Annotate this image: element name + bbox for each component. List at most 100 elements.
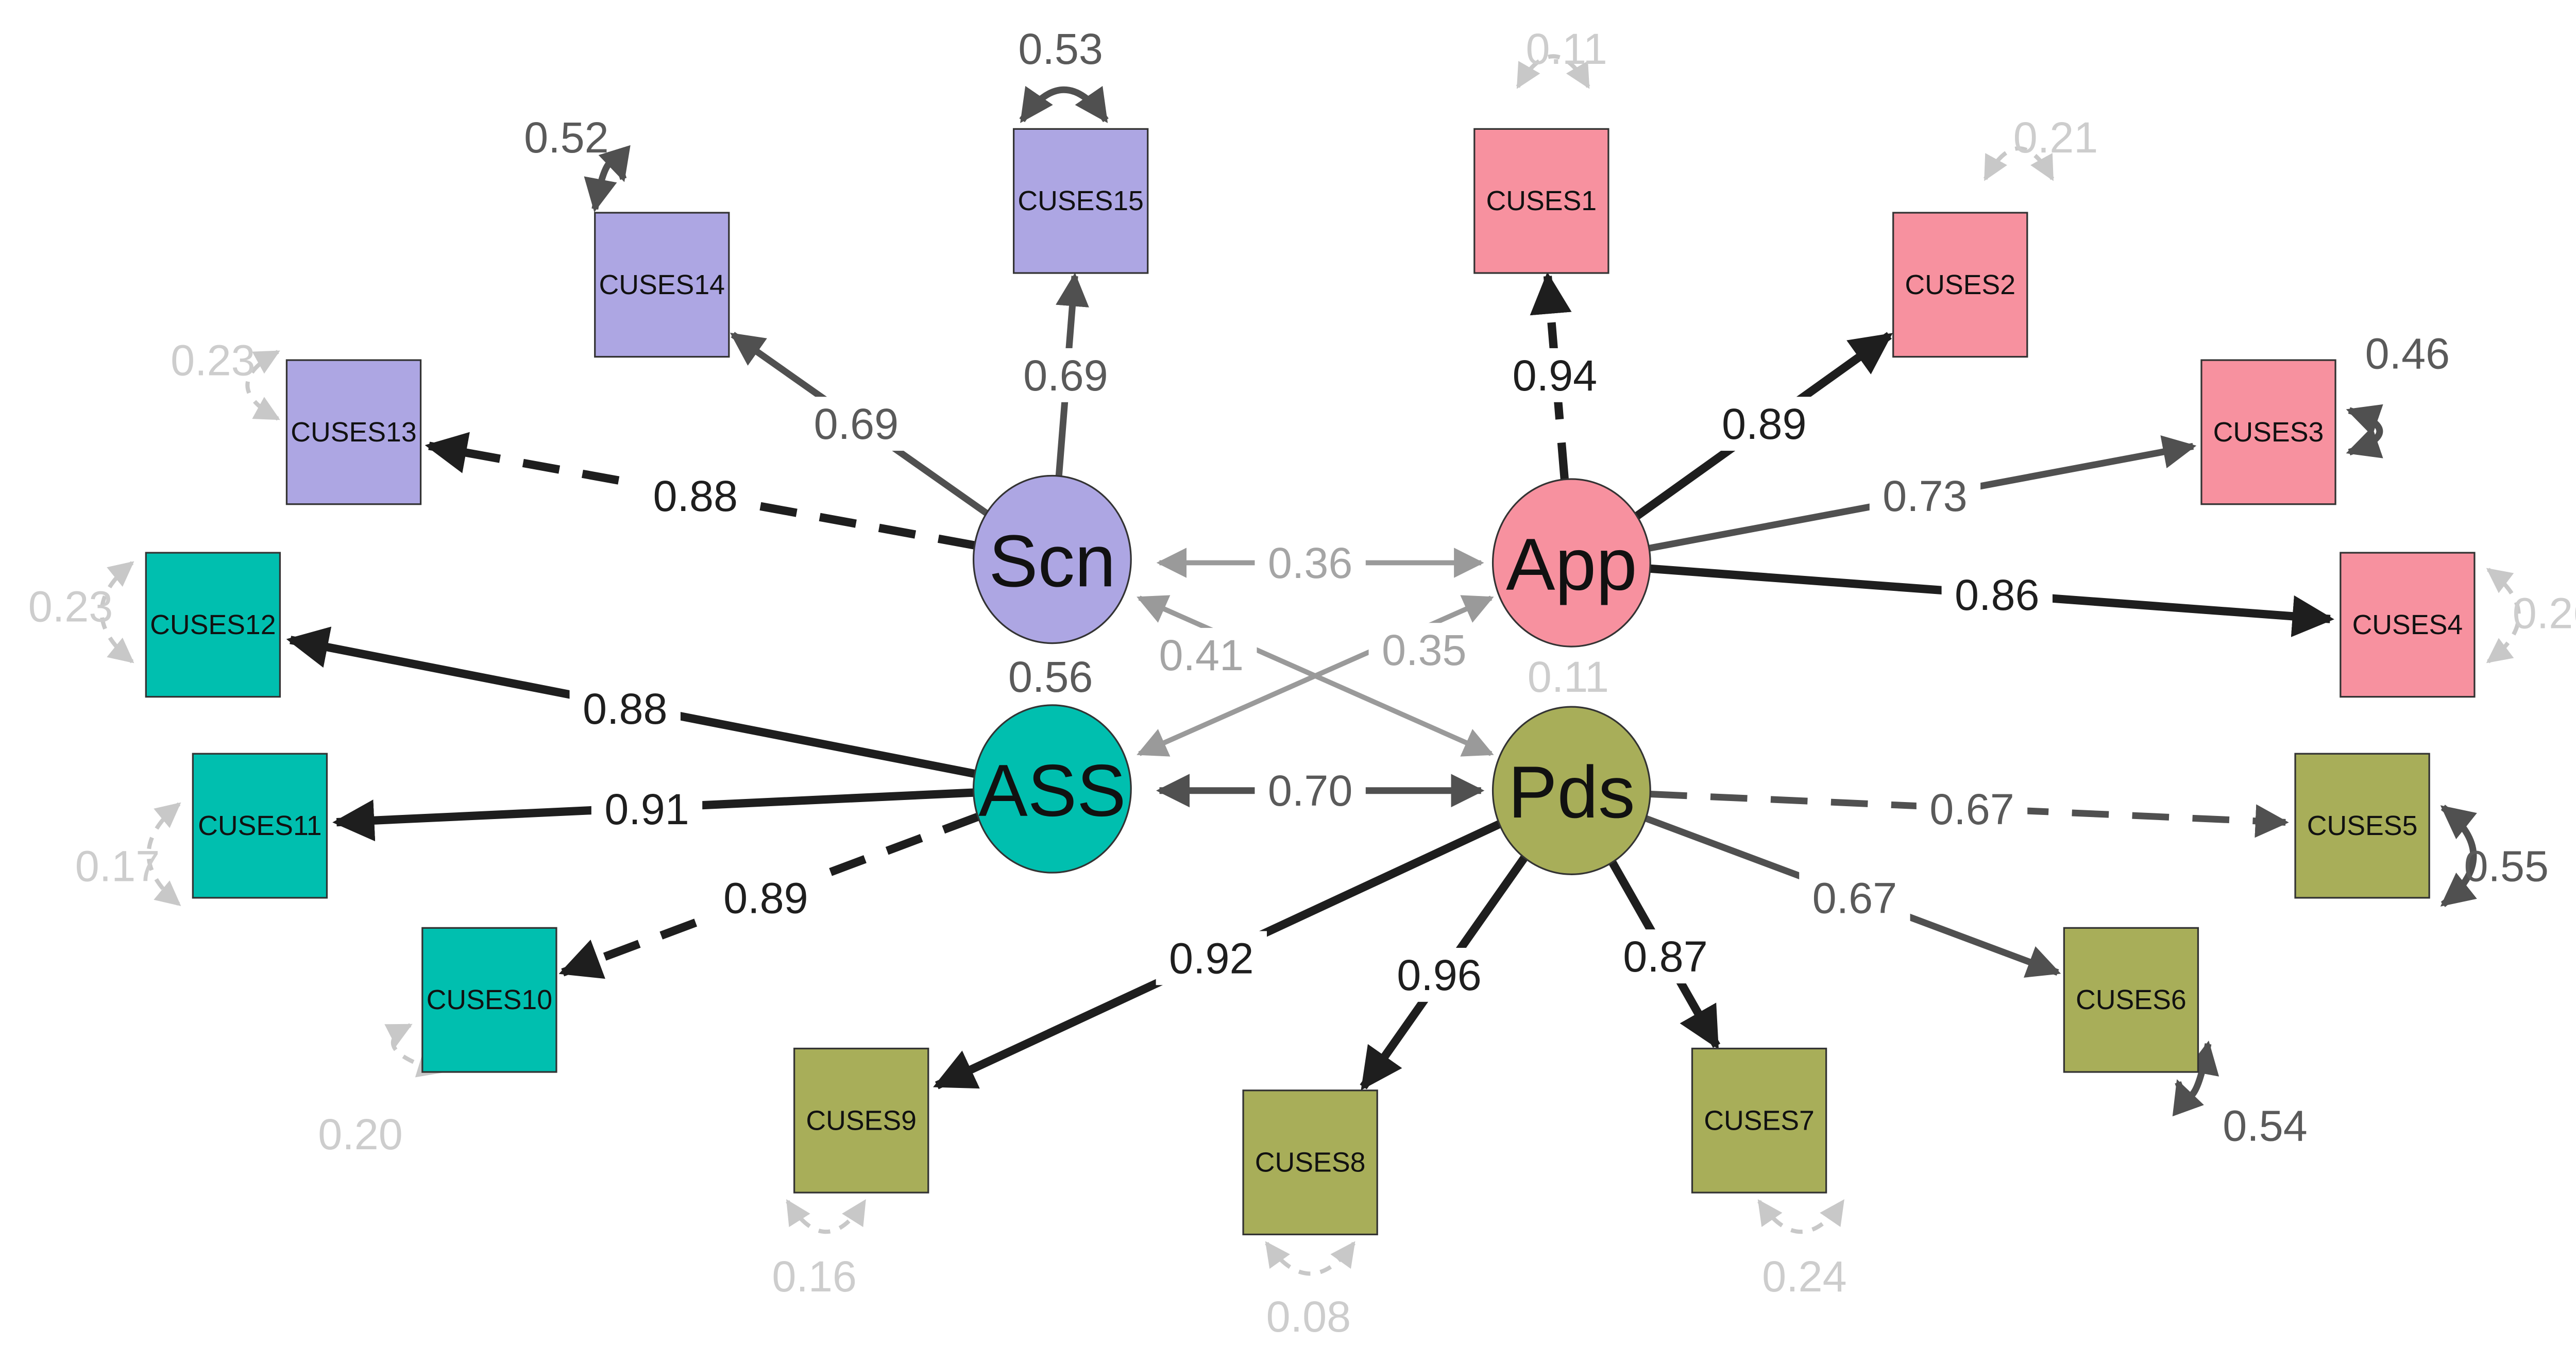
residual-label-cuses5: 0.55 [2464,842,2549,891]
indicator-label-cuses14: CUSES14 [599,269,725,300]
loading-label-cuses1: 0.94 [1513,351,1598,400]
residual-variances: 0.110.210.460.260.550.540.240.080.160.20… [28,24,2576,1341]
loading-label-cuses5: 0.67 [1929,785,2014,833]
loading-label-cuses14: 0.69 [814,399,899,448]
loading-label-cuses8-bg [1383,947,1495,1002]
indicator-box-cuses9 [793,1047,929,1194]
indicator-box-cuses7 [1691,1047,1827,1194]
residual-label-cuses8: 0.08 [1266,1292,1351,1341]
correlation-label-scn-ass: 0.56 [1008,652,1093,701]
indicator-label-cuses13: CUSES13 [291,417,416,448]
indicator-cuses6: CUSES6 [2063,927,2199,1073]
indicator-box-cuses2 [1892,212,2028,358]
indicator-cuses9: CUSES9 [793,1047,929,1194]
latent-label-ass: ASS [978,750,1126,832]
indicator-label-cuses1: CUSES1 [1486,185,1597,216]
correlation-label-ass-pds-bg [1255,763,1366,818]
latent-label-app: App [1506,523,1637,606]
correlation-label-scn-ass-bg [995,650,1106,704]
indicator-cuses7: CUSES7 [1691,1047,1827,1194]
diagram-nodes: CUSES1CUSES2CUSES3CUSES4CUSES5CUSES6CUSE… [145,128,2476,1236]
loading-label-cuses9-bg [1156,931,1267,985]
correlation-label-ass-app: 0.35 [1382,625,1467,674]
indicator-cuses12: CUSES12 [145,552,281,698]
residual-label-cuses7: 0.24 [1762,1252,1847,1301]
indicator-box-cuses6 [2063,927,2199,1073]
residual-loop-cuses7 [1757,1199,1845,1234]
residual-label-cuses12: 0.23 [28,582,113,631]
residual-loop-cuses13 [245,350,280,421]
latent-pds: Pds [1492,706,1651,875]
loading-label-cuses6-bg [1799,871,1910,925]
indicator-box-cuses1 [1473,128,1609,274]
latent-ellipse-scn [972,474,1132,644]
indicator-box-cuses5 [2294,753,2430,899]
indicator-label-cuses2: CUSES2 [1905,269,2015,300]
indicator-cuses13: CUSES13 [285,359,422,505]
residual-loop-cuses15 [1019,86,1109,123]
loading-label-cuses11: 0.91 [604,785,689,833]
correlation-label-ass-app-bg [1368,623,1480,677]
indicator-cuses4: CUSES4 [2340,552,2476,698]
residual-loop-cuses5 [2440,805,2477,907]
residual-label-cuses11: 0.17 [75,842,160,891]
loading-label-cuses4: 0.86 [1955,570,2040,619]
indicator-cuses15: CUSES15 [1012,128,1149,274]
residual-loop-cuses4 [2486,568,2521,663]
latent-ellipse-ass [972,704,1132,874]
residual-label-cuses3: 0.46 [2365,329,2450,378]
indicator-cuses8: CUSES8 [1242,1089,1378,1236]
correlation-label-scn-pds-bg [1146,627,1257,682]
indicator-label-cuses11: CUSES11 [198,810,322,841]
residual-loop-cuses1 [1516,54,1590,89]
indicator-box-cuses4 [2340,552,2476,698]
indicator-cuses11: CUSES11 [192,753,328,899]
loading-label-cuses3: 0.73 [1883,471,1968,520]
indicator-box-cuses10 [421,927,557,1073]
latent-label-scn: Scn [989,520,1115,602]
indicator-cuses2: CUSES2 [1892,212,2028,358]
residual-label-cuses9: 0.16 [772,1252,857,1301]
indicator-label-cuses9: CUSES9 [806,1105,917,1136]
loading-label-cuses14-bg [801,397,912,451]
loading-label-cuses8: 0.96 [1397,950,1482,999]
loading-label-cuses2: 0.89 [1722,399,1807,448]
loading-label-cuses12-bg [569,681,681,736]
loading-label-cuses2-bg [1708,397,1820,451]
loading-label-cuses4-bg [1941,567,2053,622]
loading-label-cuses10: 0.89 [723,873,808,922]
loading-label-cuses5-bg [1916,782,2028,836]
correlation-label-app-pds: 0.11 [1528,652,1609,701]
residual-label-cuses1: 0.11 [1526,24,1607,73]
residual-loop-cuses9 [786,1199,867,1234]
indicator-cuses5: CUSES5 [2294,753,2430,899]
latent-scn: Scn [972,474,1132,644]
loading-path-app-cuses1 [1530,271,1572,480]
correlation-label-scn-pds: 0.41 [1159,631,1244,679]
loading-label-cuses10-bg [710,871,822,925]
latent-ellipse-pds [1492,706,1651,875]
residual-loop-cuses8 [1265,1241,1355,1276]
residual-label-cuses10: 0.20 [318,1110,403,1159]
indicator-box-cuses11 [192,753,328,899]
correlation-label-scn-app: 0.36 [1268,538,1353,587]
loading-label-cuses7: 0.87 [1623,932,1708,981]
indicator-box-cuses15 [1012,128,1149,274]
indicator-label-cuses3: CUSES3 [2213,417,2324,448]
correlation-label-ass-pds: 0.70 [1268,766,1353,815]
indicator-cuses3: CUSES3 [2200,359,2336,505]
latent-app: App [1492,478,1651,648]
residual-label-cuses4: 0.26 [2513,589,2576,638]
residual-label-cuses13: 0.23 [171,336,256,385]
indicator-box-cuses14 [594,212,730,358]
indicator-label-cuses7: CUSES7 [1704,1105,1815,1136]
loading-label-cuses13-bg [640,469,751,523]
edge-labels: 0.36 0.70 0.41 0.35 0.56 0.11 0.94 0.89 0.73 0.86… [569,348,2053,1002]
loading-path-ass-cuses10 [558,812,980,979]
loading-label-cuses6: 0.67 [1812,873,1897,922]
loading-label-cuses13: 0.88 [653,471,738,520]
residual-loop-cuses3 [2346,404,2383,458]
indicator-label-cuses15: CUSES15 [1018,185,1143,216]
loading-label-cuses7-bg [1609,929,1721,984]
